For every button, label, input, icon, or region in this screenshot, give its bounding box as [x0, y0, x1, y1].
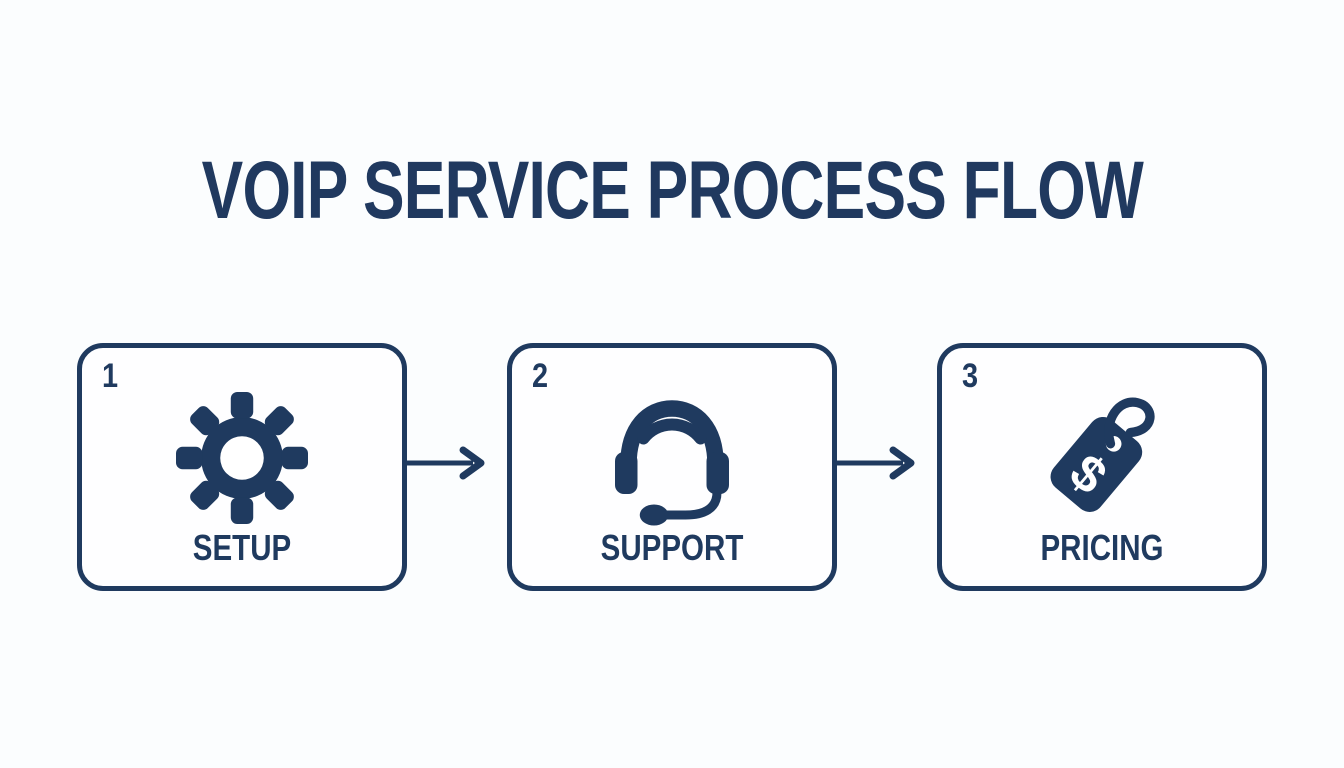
step-label: PRICING — [1040, 527, 1164, 568]
step-box-setup: 1 SETUP — [77, 343, 407, 591]
arrow-right-icon — [837, 446, 915, 480]
arrow-right-icon — [407, 446, 485, 480]
flow-arrow — [407, 343, 507, 591]
step-box-pricing: 3 $ PRICING — [937, 343, 1267, 591]
step-box-support: 2 SUPPORT — [507, 343, 837, 591]
gear-icon — [82, 378, 402, 538]
diagram-title: VOIP SERVICE PROCESS FLOW — [201, 145, 1143, 236]
flow-row: 1 SETUP — [0, 343, 1344, 591]
flow-arrow — [837, 343, 937, 591]
price-tag-icon: $ — [942, 378, 1262, 538]
step-label: SETUP — [192, 527, 292, 568]
step-number: 1 — [102, 357, 119, 395]
step-number: 3 — [962, 357, 979, 395]
title-bar: VOIP SERVICE PROCESS FLOW — [0, 150, 1344, 232]
step-label: SUPPORT — [600, 527, 744, 568]
step-number: 2 — [532, 357, 549, 395]
headset-icon — [512, 378, 832, 538]
